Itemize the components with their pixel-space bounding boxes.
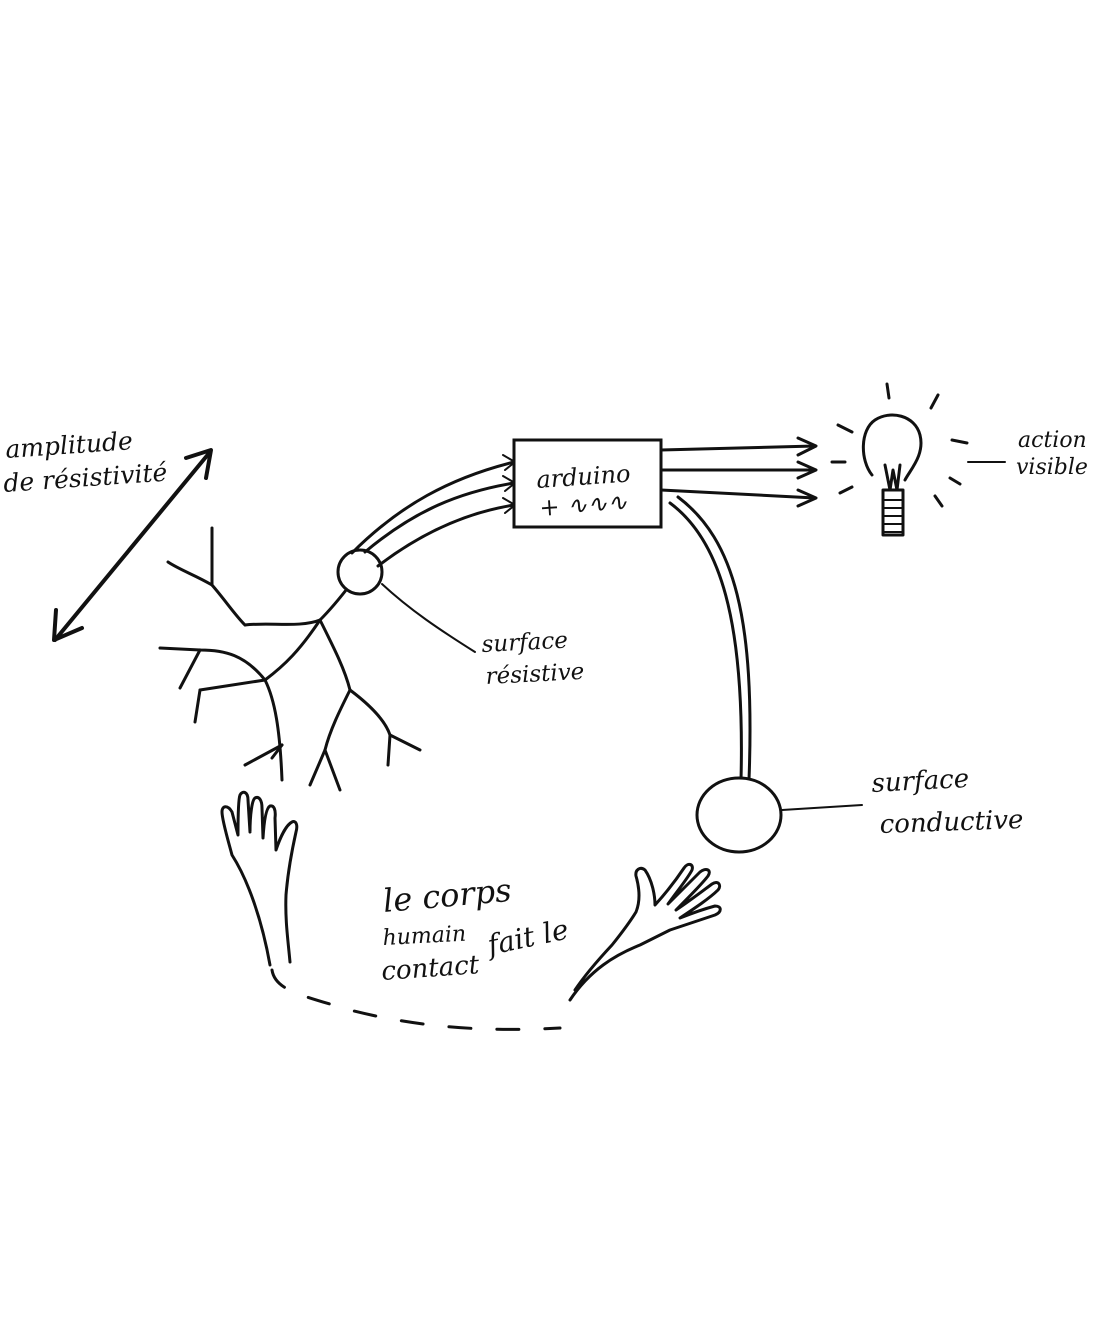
action-label-line2: visible (1016, 455, 1088, 480)
conductive-label-line2: conductive (879, 805, 1024, 840)
conductive-label-line1: surface (871, 764, 970, 799)
amplitude-label-line1: amplitude (4, 426, 133, 464)
amplitude-label-line2: de résistivité (2, 458, 168, 498)
body-label-line1: le corps (381, 871, 513, 920)
arduino-label-line2: + ∿∿∿ (538, 488, 628, 522)
contact-dashed-line (270, 968, 562, 1031)
body-contact-label: le corps humain contact fait le (380, 871, 571, 987)
action-visible-label: action visible (1016, 428, 1088, 480)
light-rays (830, 382, 969, 508)
arduino-box (512, 438, 663, 529)
lightbulb-icon (861, 413, 923, 537)
body-label-line2: humain (382, 922, 467, 951)
action-label-line1: action (1018, 428, 1087, 453)
conductive-cable (668, 495, 752, 782)
resistive-leader-line (381, 583, 476, 653)
arduino-label-line1: arduino (535, 459, 631, 494)
body-label-line3: contact (380, 950, 480, 987)
resistive-label-line1: surface (481, 628, 569, 658)
conductive-surface-label: surface conductive (871, 764, 1024, 840)
left-hand-icon (220, 790, 299, 967)
arduino-label: arduino + ∿∿∿ (535, 459, 631, 522)
conductive-leader-line (781, 804, 863, 811)
amplitude-label: amplitude de résistivité (2, 426, 168, 498)
resistive-label-line2: résistive (485, 659, 585, 690)
output-arrows (659, 436, 818, 508)
resistive-surface-label: surface résistive (481, 628, 585, 690)
input-wires (350, 454, 516, 568)
body-label-side: fait le (483, 913, 572, 963)
branching-resistive-tree (158, 526, 422, 792)
conductive-surface-node (695, 776, 783, 854)
resistive-junction-node (336, 548, 384, 596)
amplitude-arrow (52, 448, 213, 642)
right-hand-icon (568, 862, 722, 1002)
